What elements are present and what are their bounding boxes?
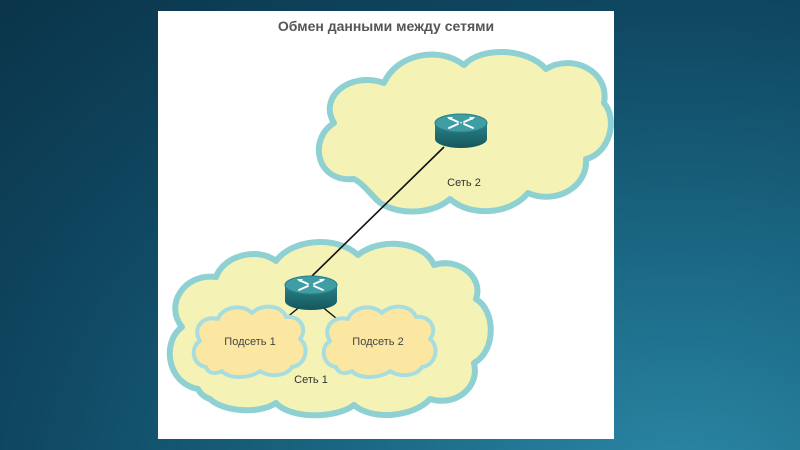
diagram-title: Обмен данными между сетями (277, 18, 495, 34)
slide-panel: Обмен данными между сетями Сеть 2 Сеть 1 (158, 11, 614, 439)
subnet-cloud-2: Подсеть 2 (321, 304, 438, 379)
subnet-cloud-1: Подсеть 1 (191, 304, 308, 379)
router-icon (434, 113, 488, 148)
network-label-net2: Сеть 2 (447, 177, 481, 189)
subnet-label-2: Подсеть 2 (352, 336, 403, 348)
router-icon (284, 275, 338, 310)
network-diagram: Сеть 2 Сеть 1 Подсеть 1 Подсеть 2 (166, 49, 614, 419)
network-label-net1: Сеть 1 (294, 374, 328, 386)
subnet-label-1: Подсеть 1 (224, 336, 275, 348)
link-router1-router2 (310, 146, 445, 278)
